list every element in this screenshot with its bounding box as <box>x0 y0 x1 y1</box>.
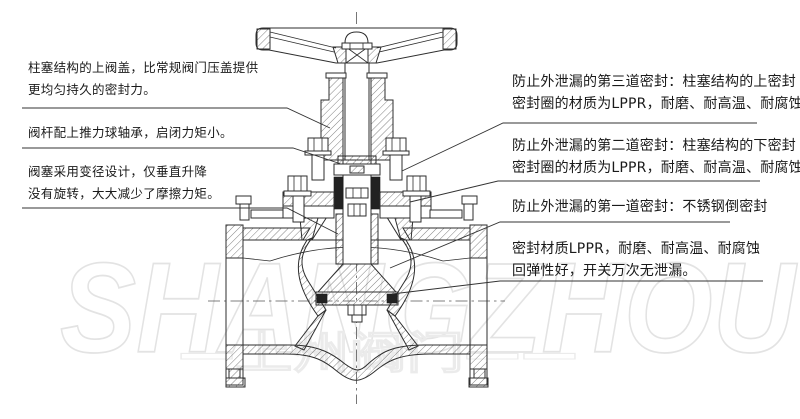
packing-seal-right <box>370 176 381 210</box>
leader-left-3 <box>22 207 339 235</box>
valve-plug <box>315 159 399 323</box>
leader-lines <box>22 107 763 295</box>
handwheel <box>255 27 458 64</box>
packing-gland <box>333 155 381 217</box>
annotation-line: 没有旋转，大大减少了摩擦力矩。 <box>28 186 221 201</box>
leader-right-2 <box>409 180 760 203</box>
annotation-thrust-bearing: 阀杆配上推力球轴承，启闭力矩小。 <box>28 122 233 144</box>
thrust-bearing <box>337 155 377 165</box>
watermark-brand-text: SHANGZHOU <box>60 237 798 380</box>
annotation-line: 防止外泄漏的第二道密封：柱塞结构的下密封 <box>512 138 796 154</box>
annotation-line: 防止外泄漏的第三道密封：柱塞结构的上密封 <box>512 74 796 90</box>
leader-left-2 <box>22 147 342 165</box>
annotation-line: 回弹性好，开关万次无泄漏。 <box>512 263 697 279</box>
annotation-line: 密封圈的材质为LPPR，耐磨、耐高温、耐腐蚀 <box>512 96 800 112</box>
stem-nut <box>344 31 369 44</box>
watermark: SHANGZHOU —上州阀门—— <box>59 236 799 381</box>
annotation-seal-material: 密封材质LPPR，耐磨、耐高温、耐腐蚀 回弹性好，开关万次无泄漏。 <box>512 238 760 282</box>
annotation-line: 柱塞结构的上阀盖，比常规阀门压盖提供 <box>28 60 259 75</box>
valve-stem <box>344 61 370 163</box>
annotation-line: 密封材质LPPR，耐磨、耐高温、耐腐蚀 <box>512 241 761 257</box>
annotation-plug-design: 阀塞采用变径设计，仅垂直升降 没有旋转，大大减少了摩擦力矩。 <box>28 161 220 205</box>
leader-left-1 <box>22 107 331 129</box>
seat-ring <box>315 291 399 306</box>
bonnet-bolt-right <box>402 175 431 223</box>
annotation-line: 防止外泄漏的第一道密封：不锈钢倒密封 <box>512 199 768 215</box>
annotation-third-seal: 防止外泄漏的第三道密封：柱塞结构的上密封 密封圈的材质为LPPR，耐磨、耐高温、… <box>512 71 800 115</box>
bonnet-flange <box>235 137 478 223</box>
seat-seal-right <box>386 293 398 304</box>
annotation-line: 密封圈的材质为LPPR，耐磨、耐高温、耐腐蚀 <box>512 160 800 176</box>
bonnet-bolt-left <box>283 175 312 223</box>
gland-bolt-right <box>382 137 410 181</box>
annotation-upper-bonnet: 柱塞结构的上阀盖，比常规阀门压盖提供 更均匀持久的密封力。 <box>28 57 258 101</box>
packing-seal-left <box>333 176 344 210</box>
annotation-line: 更均匀持久的密封力。 <box>28 82 157 97</box>
annotation-second-seal: 防止外泄漏的第二道密封：柱塞结构的下密封 密封圈的材质为LPPR，耐磨、耐高温、… <box>512 135 800 179</box>
leader-right-3 <box>389 221 730 269</box>
annotation-line: 阀杆配上推力球轴承，启闭力矩小。 <box>28 125 233 140</box>
leader-right-1 <box>401 122 757 172</box>
leader-right-4 <box>391 280 763 295</box>
seat-seal-left <box>316 293 328 304</box>
gland-bolt-left <box>304 137 332 181</box>
annotation-first-seal: 防止外泄漏的第一道密封：不锈钢倒密封 <box>512 196 768 218</box>
annotation-line: 阀塞采用变径设计，仅垂直升降 <box>28 164 208 179</box>
